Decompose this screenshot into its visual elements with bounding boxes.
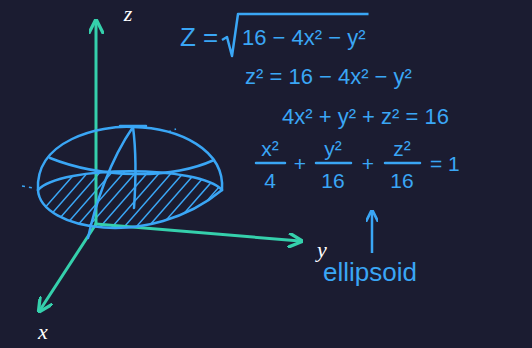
numerator: z² [393,138,411,159]
axis-label: y [317,239,327,261]
pointer-arrow [371,212,374,253]
dash-marks [22,129,176,188]
equation-text: z² = 16 − 4x² − y² [245,66,412,88]
half-ellipsoid [38,126,222,238]
fraction-bars [256,162,420,165]
operator: + [362,153,374,174]
axis-label: x [38,321,48,343]
axis-label: z [124,3,133,25]
equation-text: Z = [180,24,218,50]
equation-text: 4x² + y² + z² = 16 [282,106,449,128]
base-hatching [8,170,246,250]
radical-sign [222,14,369,56]
equation-text: = 1 [430,153,460,174]
denominator: 4 [264,170,276,191]
annotation: ellipsoid [323,259,417,285]
operator: + [294,153,306,174]
numerator: y² [324,138,342,159]
denominator: 16 [390,170,413,191]
denominator: 16 [321,170,344,191]
numerator: x² [261,138,279,159]
radicand-text: 16 − 4x² − y² [242,27,366,49]
